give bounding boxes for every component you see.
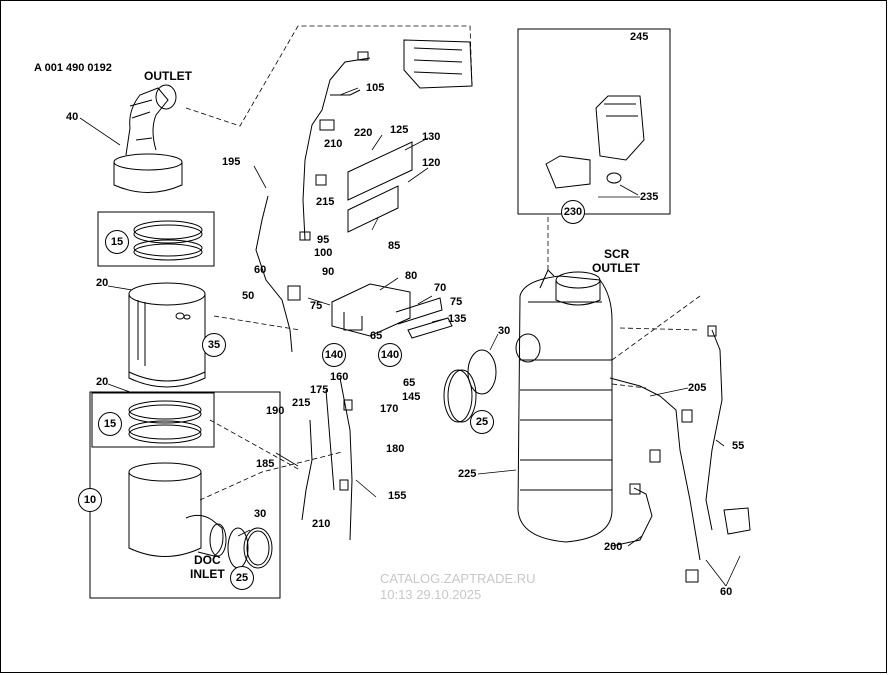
- clamp-group-upper: [97, 211, 215, 267]
- doc-inlet-label-line1: DOC: [194, 553, 221, 567]
- callout-215-upper: 215: [316, 196, 335, 208]
- callout-175: 175: [310, 384, 329, 396]
- callout-30-lower: 30: [254, 508, 267, 520]
- callout-120: 120: [422, 157, 441, 169]
- clamp-group-lower: [91, 392, 215, 448]
- callout-75-left: 75: [310, 300, 323, 312]
- bracket-135: [407, 317, 453, 339]
- callout-90: 90: [322, 266, 335, 278]
- circled-callout-140-left: 140: [322, 343, 346, 367]
- callout-130: 130: [422, 131, 441, 143]
- callout-20-lower: 20: [96, 376, 109, 388]
- callout-30-upper: 30: [498, 325, 511, 337]
- pipe-sensors-155: [301, 377, 353, 541]
- sensor-bracket-80: [331, 283, 443, 337]
- dosing-module: [545, 95, 645, 189]
- doc-inlet-label-line2: INLET: [190, 567, 225, 581]
- callout-200: 200: [604, 541, 623, 553]
- callout-195: 195: [222, 156, 241, 168]
- heat-shield-120-130: [347, 141, 413, 233]
- nox-sensor-205: [609, 377, 701, 561]
- circled-callout-35: 35: [202, 333, 226, 357]
- callout-135: 135: [448, 313, 467, 325]
- scr-muffler-part-225: [515, 269, 613, 543]
- doc-cylinder: [128, 462, 227, 557]
- callout-160: 160: [330, 371, 349, 383]
- circled-callout-10: 10: [78, 488, 102, 512]
- scr-outlet-label-line1: SCR: [604, 247, 630, 261]
- callout-95: 95: [317, 234, 330, 246]
- temp-sensor-55: [685, 325, 751, 583]
- callout-80: 80: [405, 270, 418, 282]
- callout-100: 100: [314, 247, 333, 259]
- callout-190: 190: [266, 405, 285, 417]
- callout-245: 245: [630, 31, 649, 43]
- callout-170: 170: [380, 403, 399, 415]
- clamp-part-25-lower: [227, 527, 273, 569]
- control-unit-top: [403, 39, 473, 89]
- callout-215-lower: 215: [292, 397, 311, 409]
- callout-220: 220: [354, 127, 373, 139]
- callout-70: 70: [434, 282, 447, 294]
- callout-185: 185: [256, 458, 275, 470]
- callout-55: 55: [732, 440, 745, 452]
- callout-145: 145: [402, 391, 421, 403]
- callout-235: 235: [640, 191, 659, 203]
- circled-callout-230: 230: [561, 200, 585, 224]
- outlet-label: OUTLET: [144, 69, 192, 83]
- dpf-cylinder-part-35: [128, 282, 206, 388]
- scr-outlet-label-line2: OUTLET: [592, 261, 640, 275]
- callout-40: 40: [66, 111, 79, 123]
- callout-210-upper: 210: [324, 138, 343, 150]
- document-number: A 001 490 0192: [34, 62, 112, 74]
- callout-210-lower: 210: [312, 518, 331, 530]
- dashed-guides: [185, 25, 701, 501]
- callout-205: 205: [688, 382, 707, 394]
- circled-callout-140-right: 140: [378, 343, 402, 367]
- callout-50: 50: [242, 290, 255, 302]
- circled-callout-25-lower: 25: [230, 566, 254, 590]
- callout-65-lower: 65: [403, 377, 416, 389]
- callout-180: 180: [386, 443, 405, 455]
- circled-callout-25-upper: 25: [470, 410, 494, 434]
- callout-155: 155: [388, 490, 407, 502]
- callout-65-upper: 65: [370, 330, 383, 342]
- callout-60-left: 60: [254, 264, 267, 276]
- callout-60-right: 60: [720, 586, 733, 598]
- callout-105: 105: [366, 82, 385, 94]
- watermark-timestamp: 10:13 29.10.2025: [380, 587, 482, 602]
- clamp-part-25-upper: [443, 349, 497, 423]
- dosing-unit-box: [517, 28, 671, 215]
- circled-callout-15-upper: 15: [105, 230, 129, 254]
- callout-20-upper: 20: [96, 277, 109, 289]
- wiring-harness-105: [299, 51, 371, 241]
- callout-125: 125: [390, 124, 409, 136]
- sensor-cable-50: [255, 195, 301, 353]
- sensor-200: [611, 483, 653, 547]
- callout-85: 85: [388, 240, 401, 252]
- outlet-elbow-part-40: [113, 84, 183, 193]
- callout-75-right: 75: [450, 296, 463, 308]
- callout-225: 225: [458, 468, 477, 480]
- leader-lines: [79, 87, 741, 587]
- watermark-site: CATALOG.ZAPTRADE.RU: [380, 571, 536, 586]
- circled-callout-15-lower: 15: [98, 412, 122, 436]
